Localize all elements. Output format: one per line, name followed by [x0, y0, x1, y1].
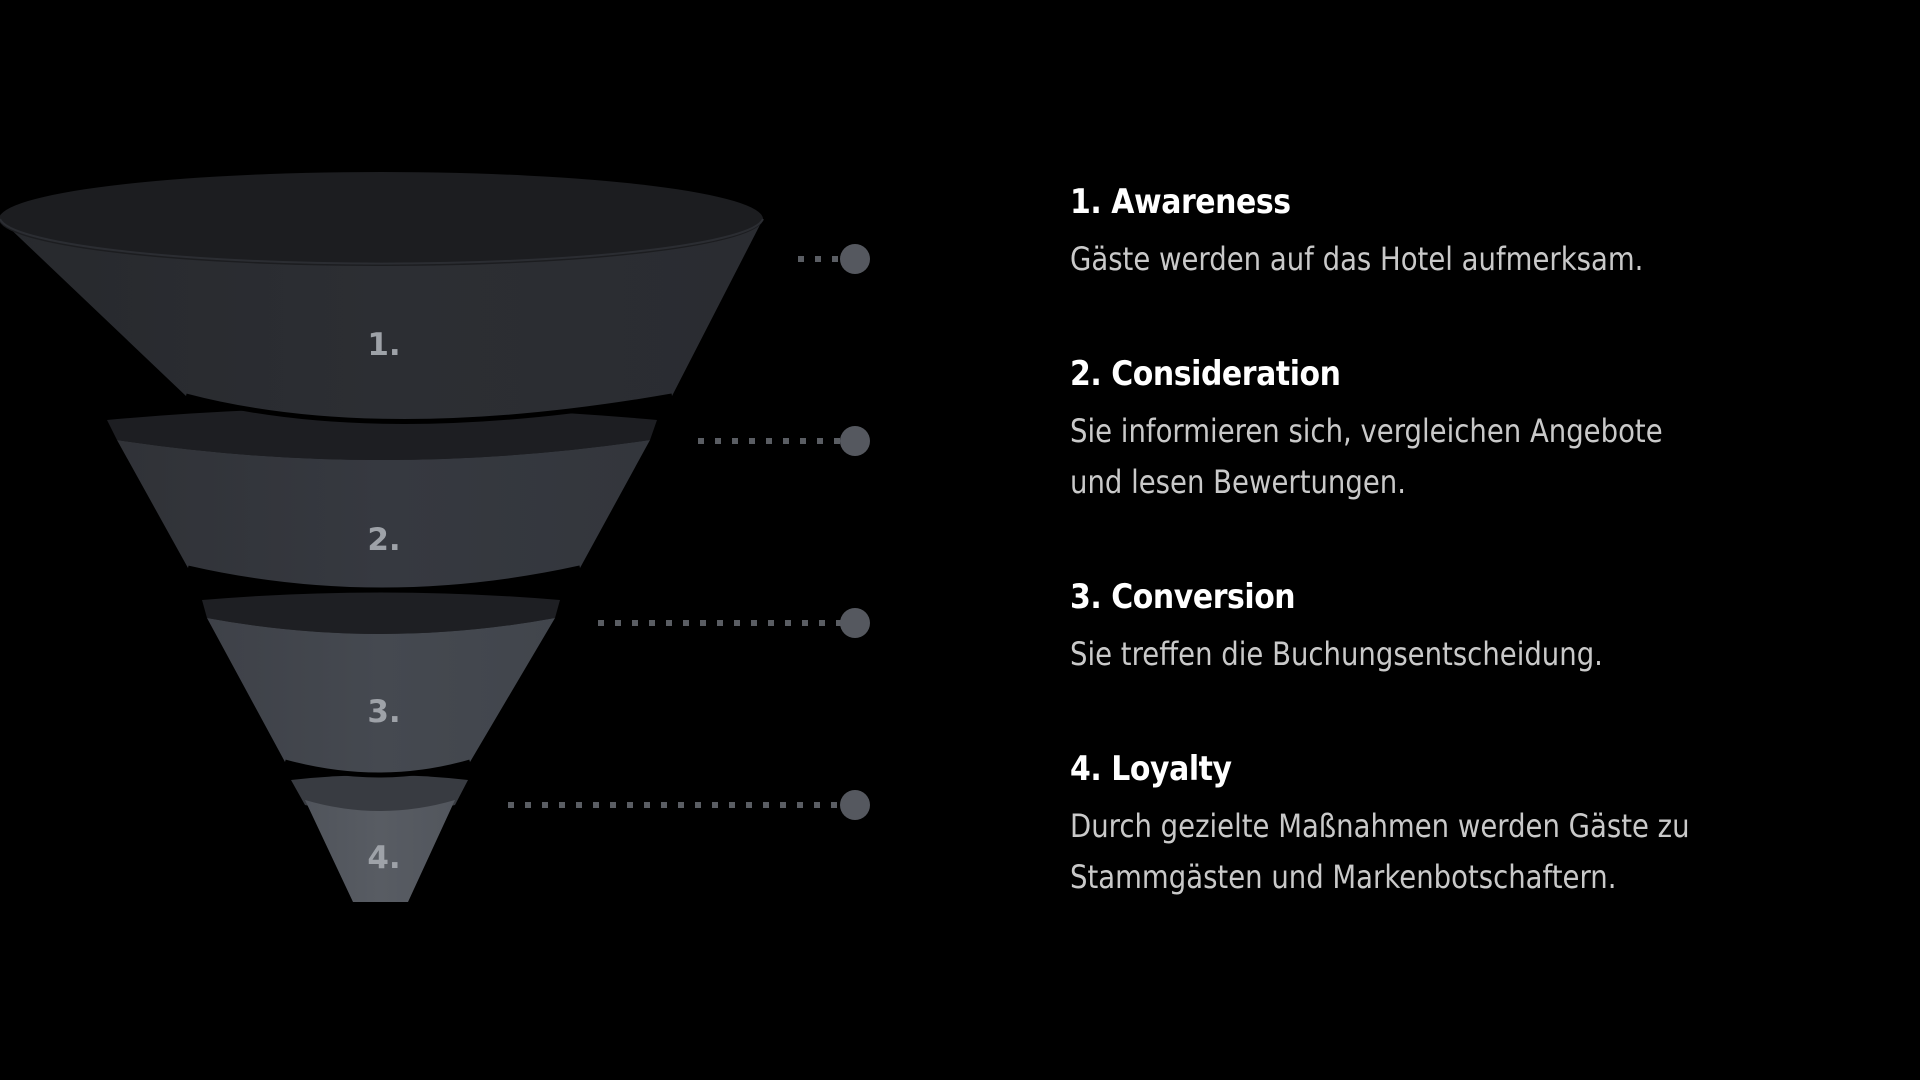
- stage-consideration: 2. Consideration Sie informieren sich, v…: [1070, 354, 1830, 508]
- funnel-tier-2: 2.: [107, 407, 657, 593]
- funnel-label-1: 1.: [367, 327, 400, 363]
- stage-title: 2. Consideration: [1070, 354, 1341, 394]
- description-line: Gäste werden auf das Hotel aufmerksam.: [1070, 240, 1644, 278]
- funnel-label-3: 3.: [367, 694, 400, 730]
- connector-4: [508, 790, 870, 820]
- stage-description: Durch gezielte Maßnahmen werden Gäste zu…: [1070, 801, 1827, 903]
- stage-description: Sie treffen die Buchungsentscheidung.: [1070, 629, 1827, 680]
- connector-dot-icon: [840, 608, 870, 638]
- connector-dot-icon: [840, 790, 870, 820]
- connector-3: [598, 608, 870, 638]
- stage-loyalty: 4. Loyalty Durch gezielte Maßnahmen werd…: [1070, 749, 1830, 903]
- connector-dot-icon: [840, 244, 870, 274]
- funnel-tier-3: 3.: [202, 592, 560, 778]
- stage-title: 3. Conversion: [1070, 577, 1296, 617]
- stage-title: 1. Awareness: [1070, 182, 1291, 222]
- stage-description: Gäste werden auf das Hotel aufmerksam.: [1070, 234, 1827, 285]
- stage-awareness: 1. Awareness Gäste werden auf das Hotel …: [1070, 182, 1830, 285]
- funnel-tier-1: 1.: [0, 172, 764, 424]
- description-line: Sie treffen die Buchungsentscheidung.: [1070, 635, 1603, 673]
- connector-dot-icon: [840, 426, 870, 456]
- funnel-label-2: 2.: [367, 522, 400, 558]
- funnel-tier-4: 4.: [291, 775, 468, 902]
- stage-description: Sie informieren sich, vergleichen Angebo…: [1070, 406, 1827, 508]
- marketing-funnel: 4. 3. 2. 1.: [0, 172, 870, 902]
- connector-1: [798, 244, 870, 274]
- connector-2: [698, 426, 870, 456]
- description-line: Sie informieren sich, vergleichen Angebo…: [1070, 412, 1663, 450]
- stage-conversion: 3. Conversion Sie treffen die Buchungsen…: [1070, 577, 1830, 680]
- description-line: und lesen Bewertungen.: [1070, 463, 1406, 501]
- stage-title: 4. Loyalty: [1070, 749, 1232, 789]
- description-line: Stammgästen und Markenbotschaftern.: [1070, 858, 1617, 896]
- funnel-label-4: 4.: [367, 840, 400, 876]
- description-line: Durch gezielte Maßnahmen werden Gäste zu: [1070, 807, 1690, 845]
